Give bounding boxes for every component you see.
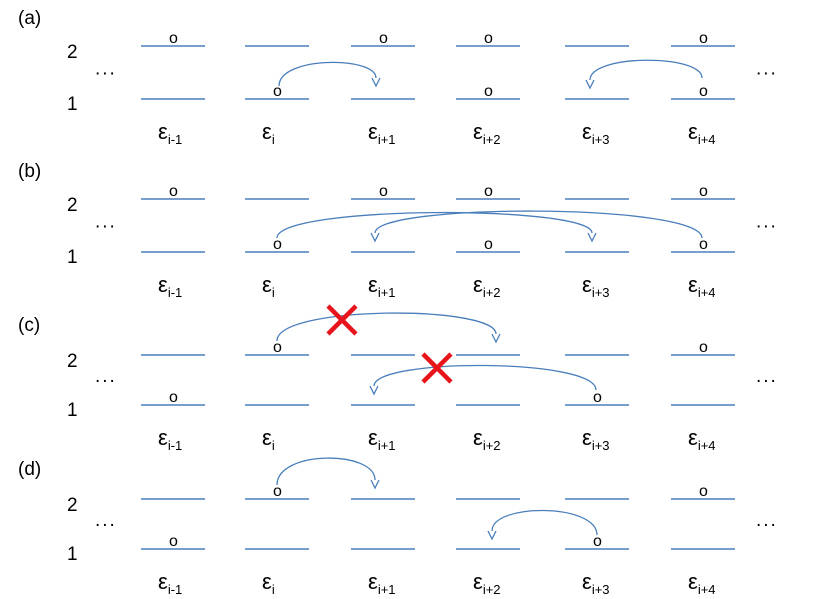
transition-arrow: [276, 312, 501, 344]
energy-label: εi-1: [158, 272, 182, 300]
energy-label: εi+2: [473, 119, 501, 147]
forbidden-cross-icon: [421, 352, 453, 384]
level-label-2: 2: [67, 495, 78, 516]
occupancy-marker: o: [699, 30, 708, 47]
level-label-2: 2: [67, 42, 78, 63]
energy-label: εi+2: [473, 272, 501, 300]
occupancy-marker: o: [699, 483, 708, 500]
energy-label: εi+3: [582, 425, 610, 453]
transition-arrow: [585, 59, 703, 90]
occupancy-marker: o: [273, 236, 282, 253]
occupancy-marker: o: [379, 183, 388, 200]
panel-label: (b): [18, 161, 41, 182]
level-label-2: 2: [67, 195, 78, 216]
transition-arrow: [276, 457, 380, 490]
occupancy-marker: o: [484, 236, 493, 253]
energy-label: εi+2: [473, 425, 501, 453]
energy-label: εi+4: [688, 425, 716, 453]
panel-c: (c) 2 1...... εi-1 εi εi+1 εi+2 εi+3 εi+4 o o o o: [18, 304, 778, 453]
occupancy-marker: o: [169, 533, 178, 550]
occupancy-marker: o: [699, 236, 708, 253]
energy-label: εi+3: [582, 569, 610, 597]
panel-label: (d): [18, 459, 41, 480]
level-label-1: 1: [67, 247, 78, 268]
ellipsis-left: ...: [95, 366, 117, 387]
energy-label: εi+3: [582, 119, 610, 147]
transition-arrow: [487, 509, 598, 541]
transition-arrow: [370, 210, 703, 243]
panel-label: (a): [18, 8, 41, 29]
energy-label: εi+4: [688, 272, 716, 300]
energy-label: εi-1: [158, 119, 182, 147]
occupancy-marker: o: [484, 83, 493, 100]
energy-label: εi+2: [473, 569, 501, 597]
level-label-1: 1: [67, 400, 78, 421]
occupancy-marker: o: [699, 183, 708, 200]
occupancy-marker: o: [699, 83, 708, 100]
energy-label: εi+1: [368, 119, 396, 147]
transition-arrow: [276, 211, 597, 243]
level-label-1: 1: [67, 94, 78, 115]
transition-arrow: [278, 61, 381, 88]
energy-label: εi+1: [368, 272, 396, 300]
energy-label: εi+4: [688, 119, 716, 147]
ellipsis-left: ...: [95, 212, 117, 233]
panel-b: (b) 2 1...... εi-1 εi εi+1 εi+2 εi+3 εi+4 o o o o o o o: [18, 161, 778, 300]
occupancy-marker: o: [699, 339, 708, 356]
energy-label: εi-1: [158, 569, 182, 597]
forbidden-cross-icon: [326, 304, 358, 336]
energy-label: εi: [262, 569, 275, 597]
occupancy-marker: o: [169, 30, 178, 47]
level-label-1: 1: [67, 544, 78, 565]
energy-label: εi+1: [368, 425, 396, 453]
ellipsis-left: ...: [95, 510, 117, 531]
panel-label: (c): [18, 315, 40, 336]
ellipsis-left: ...: [95, 59, 117, 80]
energy-label: εi-1: [158, 425, 182, 453]
occupancy-marker: o: [484, 183, 493, 200]
ellipsis-right: ...: [756, 212, 778, 233]
occupancy-marker: o: [169, 389, 178, 406]
energy-label: εi: [262, 425, 275, 453]
panel-a: (a) 2 1...... εi-1 εi εi+1 εi+2 εi+3 εi+4 o o o o o o o: [18, 8, 778, 147]
energy-label: εi: [262, 119, 275, 147]
transition-arrow: [369, 364, 597, 396]
panel-d: (d) 2 1...... εi-1 εi εi+1 εi+2 εi+3 εi+4 o o o o: [18, 457, 778, 597]
energy-label: εi+4: [688, 569, 716, 597]
energy-label: εi: [262, 272, 275, 300]
ellipsis-right: ...: [756, 366, 778, 387]
occupancy-marker: o: [593, 533, 602, 550]
occupancy-marker: o: [273, 483, 282, 500]
occupancy-marker: o: [593, 389, 602, 406]
occupancy-marker: o: [169, 183, 178, 200]
ellipsis-right: ...: [756, 510, 778, 531]
occupancy-marker: o: [484, 30, 493, 47]
occupancy-marker: o: [273, 83, 282, 100]
occupancy-marker: o: [379, 30, 388, 47]
ellipsis-right: ...: [756, 59, 778, 80]
energy-label: εi+1: [368, 569, 396, 597]
level-label-2: 2: [67, 351, 78, 372]
energy-label: εi+3: [582, 272, 610, 300]
occupancy-marker: o: [273, 339, 282, 356]
